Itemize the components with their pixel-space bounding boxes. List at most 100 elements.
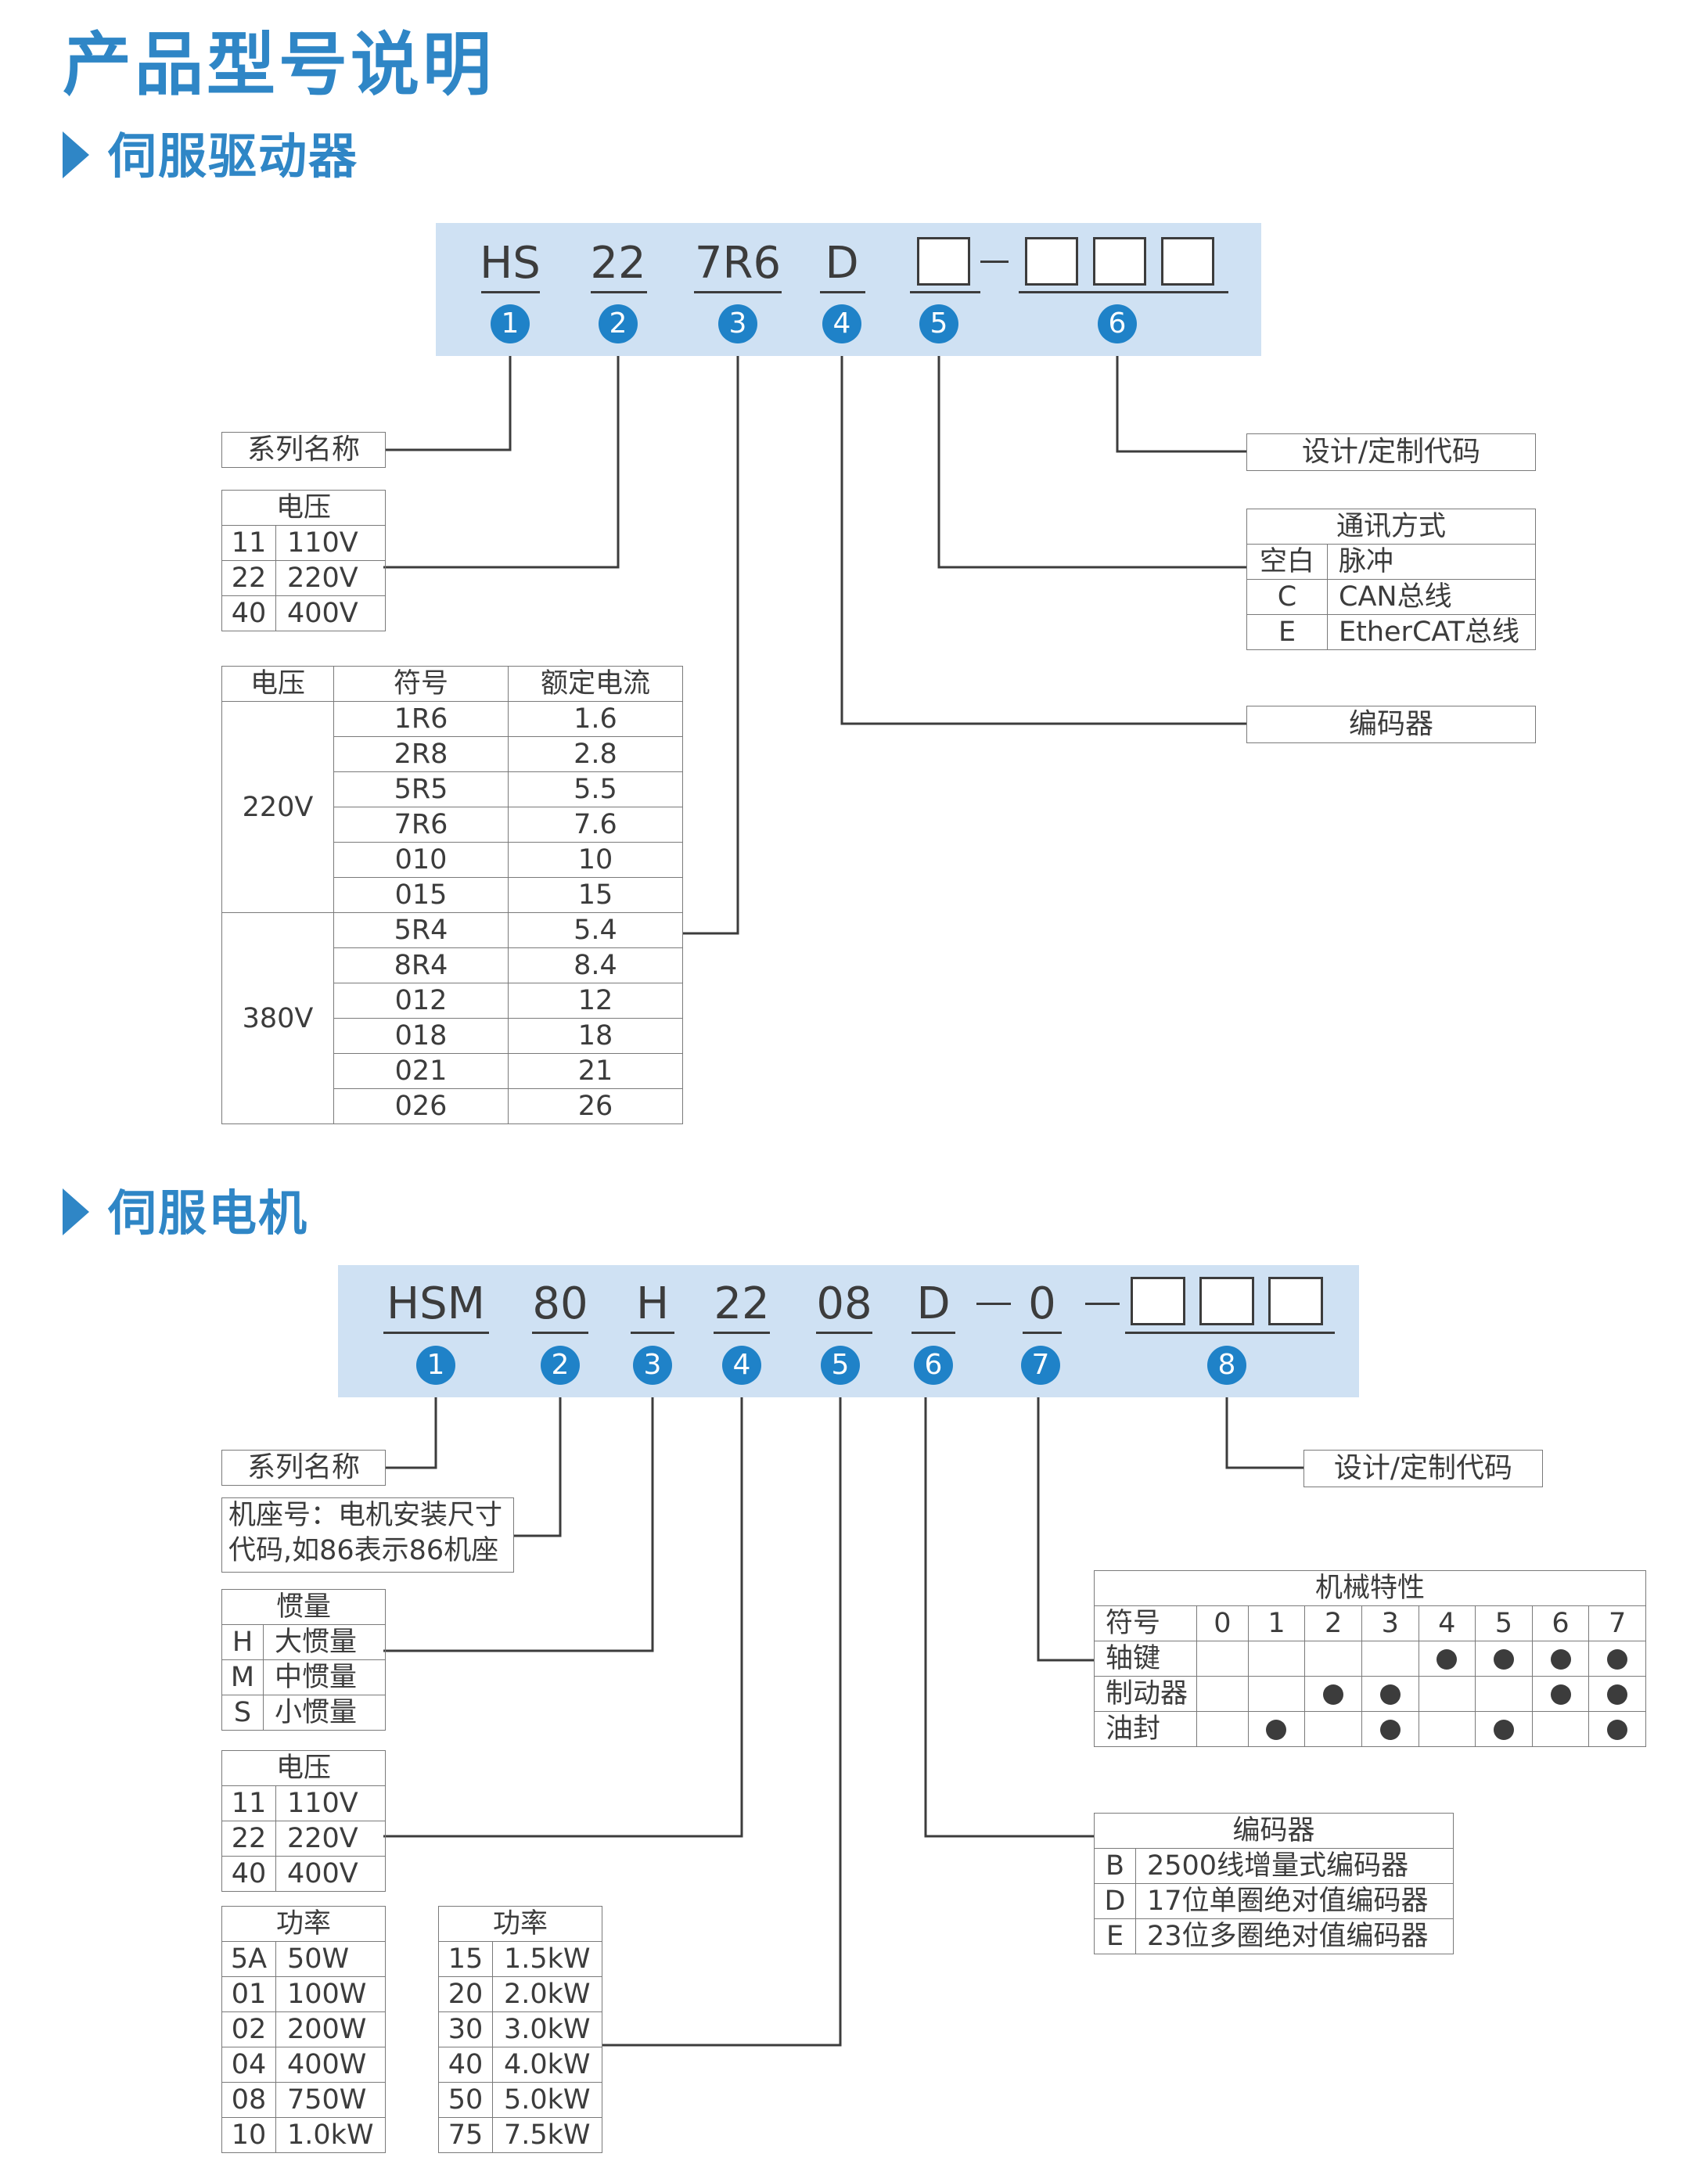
table-header-row: 功率 bbox=[438, 1906, 602, 1942]
driver-code-underline bbox=[1019, 291, 1228, 293]
table-header-row: 编码器 bbox=[1094, 1813, 1454, 1849]
table-cell: 01 bbox=[221, 1976, 276, 2012]
table-cell: 17位单圈绝对值编码器 bbox=[1135, 1883, 1454, 1919]
table-header: 4 bbox=[1418, 1605, 1476, 1641]
table-cell: 中惯量 bbox=[263, 1659, 386, 1695]
motor-code-underline bbox=[816, 1332, 872, 1334]
table-cell bbox=[1196, 1711, 1249, 1747]
table-cell: 20 bbox=[438, 1976, 493, 2012]
table-cell: 10 bbox=[221, 2117, 276, 2153]
connector-motor-5 bbox=[602, 1397, 842, 2047]
table-cell: 04 bbox=[221, 2047, 276, 2083]
connector-driver-5 bbox=[937, 356, 1246, 569]
filled-dot-icon bbox=[1493, 1720, 1514, 1740]
table-cell: 8.4 bbox=[508, 947, 683, 983]
page-title: 产品型号说明 bbox=[63, 24, 495, 105]
table-header-row: 电压 bbox=[221, 490, 386, 526]
driver-code-underline bbox=[591, 291, 647, 293]
table-header-row: 电压 符号 额定电流 bbox=[221, 666, 683, 702]
table-header-row: 机械特性 bbox=[1094, 1570, 1646, 1606]
table-cell bbox=[1196, 1641, 1249, 1677]
table-cell: 5R4 bbox=[333, 912, 509, 948]
table-cell: 5.0kW bbox=[492, 2082, 602, 2118]
motor-heading: 伺服电机 bbox=[63, 1182, 308, 1245]
driver-code-underline bbox=[910, 291, 980, 293]
driver-code-underline bbox=[481, 291, 540, 293]
table-cell: 750W bbox=[275, 2082, 386, 2118]
filled-dot-icon bbox=[1379, 1684, 1401, 1705]
table-cell bbox=[1475, 1641, 1533, 1677]
motor-index-1: 1 bbox=[416, 1346, 455, 1385]
table-cell: 5A bbox=[221, 1941, 276, 1977]
table-cell: 220V bbox=[275, 560, 386, 596]
table-header: 符号 bbox=[1094, 1605, 1197, 1641]
motor-code-underline bbox=[912, 1332, 955, 1334]
connector-motor-2 bbox=[512, 1397, 562, 1537]
table-group-cell: 380V bbox=[221, 912, 334, 1124]
table-cell: B bbox=[1094, 1848, 1136, 1884]
table-cell: C bbox=[1246, 579, 1328, 615]
table-cell: S bbox=[221, 1695, 264, 1731]
table-cell bbox=[1247, 1676, 1306, 1712]
motor-code-underline bbox=[714, 1332, 770, 1334]
table-header: 功率 bbox=[221, 1906, 386, 1942]
filled-dot-icon bbox=[1379, 1720, 1401, 1740]
table-header: 符号 bbox=[333, 666, 509, 702]
table-cell: 5.5 bbox=[508, 771, 683, 807]
table-cell: 012 bbox=[333, 983, 509, 1019]
table-cell: 110V bbox=[275, 1785, 386, 1821]
triangle-icon bbox=[63, 131, 89, 178]
table-cell: 50 bbox=[438, 2082, 493, 2118]
driver-code-1: HS bbox=[480, 238, 541, 289]
connector-driver-3 bbox=[682, 356, 739, 935]
table-cell: 2.0kW bbox=[492, 1976, 602, 2012]
motor-mech-table: 机械特性 符号 0 1 2 3 4 5 6 7 轴键 制动器 油封 bbox=[1094, 1570, 1646, 1747]
driver-empty-box bbox=[1025, 237, 1078, 286]
table-cell bbox=[1418, 1641, 1476, 1677]
motor-index-2: 2 bbox=[541, 1346, 580, 1385]
table-cell: D bbox=[1094, 1883, 1136, 1919]
table-cell: 220V bbox=[275, 1821, 386, 1857]
motor-code-6: D bbox=[916, 1278, 951, 1329]
table-cell: 油封 bbox=[1094, 1711, 1197, 1747]
driver-design-label: 设计/定制代码 bbox=[1246, 433, 1536, 471]
connector-motor-1 bbox=[383, 1397, 437, 1469]
table-cell: 2.8 bbox=[508, 736, 683, 772]
table-row: 空白脉冲 bbox=[1246, 544, 1536, 580]
table-header: 机械特性 bbox=[1094, 1570, 1646, 1606]
filled-dot-icon bbox=[1266, 1720, 1287, 1740]
table-cell bbox=[1475, 1676, 1533, 1712]
driver-code-3: 7R6 bbox=[694, 238, 782, 289]
motor-index-6: 6 bbox=[914, 1346, 953, 1385]
table-cell: 010 bbox=[333, 842, 509, 878]
driver-empty-box bbox=[1161, 237, 1214, 286]
table-cell bbox=[1418, 1711, 1476, 1747]
motor-empty-box bbox=[1199, 1277, 1254, 1325]
table-cell: 10 bbox=[508, 842, 683, 878]
table-cell: 12 bbox=[508, 983, 683, 1019]
driver-code-underline bbox=[820, 291, 865, 293]
table-cell: E bbox=[1246, 614, 1328, 650]
connector-motor-4 bbox=[383, 1397, 743, 1838]
table-cell: 26 bbox=[508, 1088, 683, 1124]
table-cell: 2500线增量式编码器 bbox=[1135, 1848, 1454, 1884]
motor-base-note: 机座号：电机安装尺寸 代码,如86表示86机座 bbox=[221, 1497, 514, 1573]
filled-dot-icon bbox=[1437, 1649, 1458, 1670]
connector-motor-6 bbox=[924, 1397, 1094, 1838]
motor-base-note-line: 机座号：电机安装尺寸 bbox=[228, 1500, 503, 1531]
table-cell bbox=[1531, 1676, 1590, 1712]
